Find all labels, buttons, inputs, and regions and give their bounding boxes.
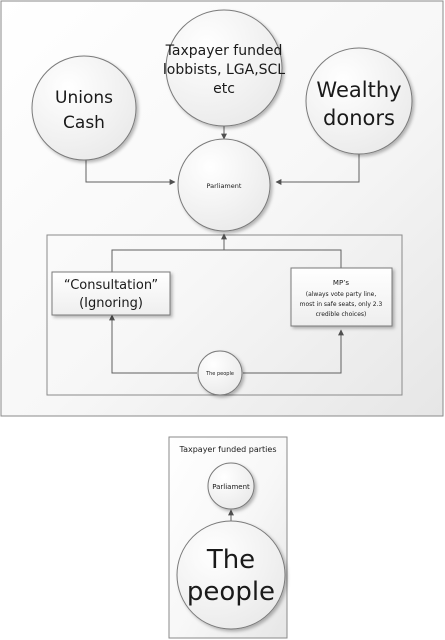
node-consultation: “Consultation” (Ignoring) [51, 271, 171, 316]
node-wealthy-donors: Wealthy donors [305, 47, 413, 155]
connector-people-consultation [109, 314, 197, 374]
lobbyists-line-2: lobbists, LGA,SCL [163, 62, 285, 78]
donors-line-1: Wealthy [316, 78, 401, 102]
node-mps: MP’s (always vote party line, most in sa… [290, 267, 393, 327]
bottom-node-the-people: The people [176, 520, 286, 630]
connector-people-mps [243, 329, 344, 374]
connector-donors-parliament [275, 152, 360, 185]
connector-unions-parliament [85, 152, 176, 185]
node-unions-cash: Unions Cash [31, 55, 137, 161]
mps-line-3: most in safe seats, only 2.3 [300, 301, 383, 308]
bottom-parliament-label: Parliament [212, 483, 250, 491]
unions-line-2: Cash [63, 113, 105, 133]
donors-line-2: donors [323, 106, 395, 130]
connectors [85, 125, 360, 374]
connector-inner-parliament [111, 234, 342, 272]
mps-line-1: MP’s [333, 279, 349, 287]
bottom-people-line-1: The [206, 545, 255, 575]
node-parliament: Parliament [177, 138, 271, 232]
the-people-label: The people [205, 371, 234, 377]
unions-line-1: Unions [55, 88, 113, 108]
parliament-label: Parliament [207, 182, 242, 190]
consultation-line-1: “Consultation” [64, 278, 158, 293]
node-the-people: The people [197, 350, 243, 396]
mps-line-2: (always vote party line, [306, 291, 377, 298]
consultation-line-2: (Ignoring) [79, 296, 143, 311]
bottom-node-parliament: Parliament [207, 462, 255, 510]
bottom-people-line-2: people [187, 577, 275, 607]
node-taxpayer-lobbyists: Taxpayer funded lobbists, LGA,SCL etc [163, 9, 285, 127]
lobbyists-line-1: Taxpayer funded [165, 43, 283, 59]
mps-line-4: credible choices) [316, 311, 367, 318]
bottom-panel-title: Taxpayer funded parties [179, 445, 277, 454]
lobbyists-line-3: etc [213, 81, 235, 97]
